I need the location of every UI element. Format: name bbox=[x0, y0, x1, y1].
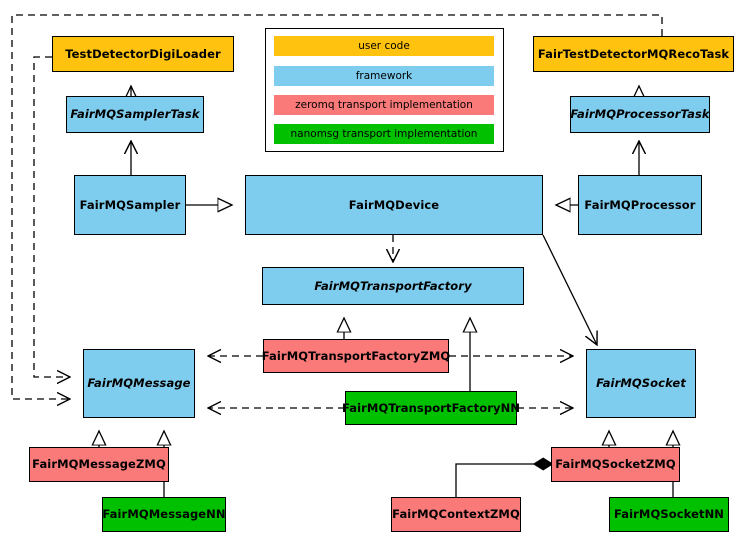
legend-label-framework: framework bbox=[355, 70, 413, 82]
class-label-fairmq-socket: FairMQSocket bbox=[596, 376, 686, 391]
class-label-fairmq-message-zmq: FairMQMessageZMQ bbox=[32, 457, 166, 472]
class-node-fairmq-socket-zmq[interactable]: FairMQSocketZMQ bbox=[551, 447, 680, 482]
class-node-fairmq-message[interactable]: FairMQMessage bbox=[83, 349, 195, 418]
class-node-fairmq-message-zmq[interactable]: FairMQMessageZMQ bbox=[29, 447, 169, 482]
class-node-fairmq-transport-factory-nn[interactable]: FairMQTransportFactoryNN bbox=[341, 391, 521, 425]
class-node-fairmq-socket[interactable]: FairMQSocket bbox=[586, 349, 696, 418]
class-node-fairmq-sampler-task[interactable]: FairMQSamplerTask bbox=[66, 96, 204, 133]
dependency-edges bbox=[11, 14, 663, 408]
legend-label-nanomsg: nanomsg transport implementation bbox=[290, 128, 478, 140]
class-label-fairmq-transport-factory-zmq: FairMQTransportFactoryZMQ bbox=[261, 348, 451, 363]
legend-item-zeromq: zeromq transport implementation bbox=[274, 95, 494, 115]
legend-item-nanomsg: nanomsg transport implementation bbox=[274, 124, 494, 144]
class-label-fairmq-sampler-task: FairMQSamplerTask bbox=[70, 107, 200, 122]
edge-sockzmq-composes-contextzmq bbox=[455, 464, 551, 497]
legend-item-user-code: user code bbox=[274, 36, 494, 56]
legend-label-zeromq: zeromq transport implementation bbox=[295, 99, 473, 111]
class-node-fairmq-processor[interactable]: FairMQProcessor bbox=[578, 175, 702, 235]
class-label-fairmq-processor-task: FairMQProcessorTask bbox=[570, 107, 710, 122]
class-label-fairmq-message-nn: FairMQMessageNN bbox=[102, 507, 226, 522]
edge-digiloader-to-message bbox=[33, 56, 70, 377]
class-label-fairmq-device: FairMQDevice bbox=[348, 197, 440, 212]
legend-item-framework: framework bbox=[274, 66, 494, 86]
association-edges bbox=[131, 141, 639, 497]
edge-recotask-to-message bbox=[11, 14, 663, 399]
edge-device-to-socket bbox=[542, 234, 597, 345]
class-node-fairmq-context-zmq[interactable]: FairMQContextZMQ bbox=[391, 497, 521, 532]
class-label-fairmq-sampler: FairMQSampler bbox=[79, 197, 181, 212]
class-node-fairmq-transport-factory[interactable]: FairMQTransportFactory bbox=[262, 267, 524, 305]
class-label-test-detector-digi-loader: TestDetectorDigiLoader bbox=[65, 46, 221, 61]
class-label-fairmq-socket-nn: FairMQSocketNN bbox=[613, 507, 725, 522]
legend-label-user-code: user code bbox=[358, 40, 410, 52]
class-label-fairmq-transport-factory-nn: FairMQTransportFactoryNN bbox=[341, 400, 521, 415]
class-node-fairmq-sampler[interactable]: FairMQSampler bbox=[74, 175, 186, 235]
class-node-fairmq-transport-factory-zmq[interactable]: FairMQTransportFactoryZMQ bbox=[261, 339, 451, 373]
class-label-fairmq-context-zmq: FairMQContextZMQ bbox=[392, 507, 520, 522]
class-node-fairmq-socket-nn[interactable]: FairMQSocketNN bbox=[609, 497, 729, 532]
class-node-fairmq-processor-task[interactable]: FairMQProcessorTask bbox=[570, 96, 710, 133]
class-label-fairmq-socket-zmq: FairMQSocketZMQ bbox=[555, 457, 676, 472]
class-node-fairmq-message-nn[interactable]: FairMQMessageNN bbox=[102, 497, 226, 532]
class-label-fairmq-transport-factory: FairMQTransportFactory bbox=[314, 278, 472, 293]
class-node-fairmq-device[interactable]: FairMQDevice bbox=[245, 175, 543, 235]
class-node-test-detector-digi-loader[interactable]: TestDetectorDigiLoader bbox=[52, 36, 234, 72]
class-label-fairmq-message: FairMQMessage bbox=[87, 376, 191, 391]
class-label-fair-test-detector-mq-reco-task: FairTestDetectorMQRecoTask bbox=[537, 46, 730, 61]
class-node-fair-test-detector-mq-reco-task[interactable]: FairTestDetectorMQRecoTask bbox=[533, 36, 734, 72]
class-label-fairmq-processor: FairMQProcessor bbox=[584, 197, 696, 212]
